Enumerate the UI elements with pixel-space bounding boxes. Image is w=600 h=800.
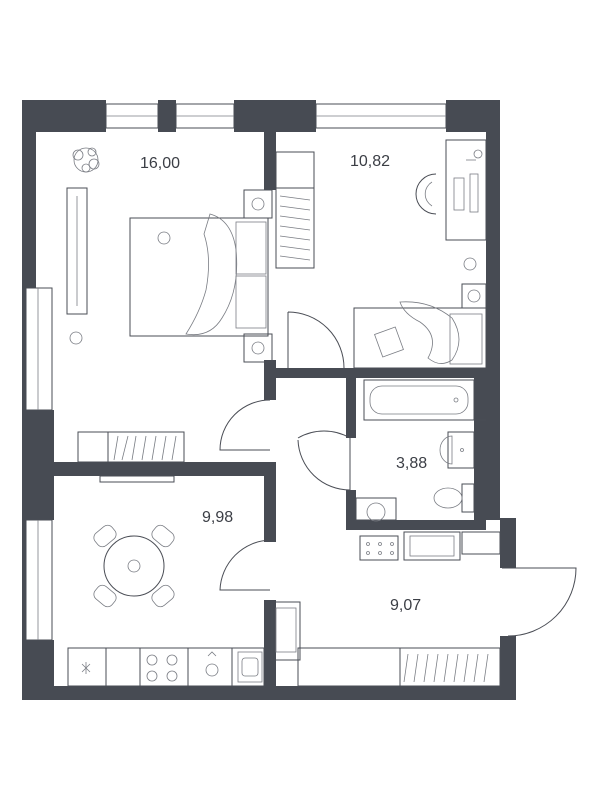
bathtub-icon <box>363 379 475 421</box>
bench-icon <box>271 601 301 661</box>
table-icon <box>93 524 175 608</box>
bedroom: 16,00 <box>66 147 273 463</box>
toilet-icon <box>433 483 475 513</box>
bed-icon <box>353 301 487 369</box>
desk-icon <box>445 139 487 241</box>
plant-icon <box>69 331 83 345</box>
chair-icon <box>415 173 437 215</box>
interior-walls <box>36 132 486 686</box>
nightstand-icon <box>461 283 487 309</box>
washing-machine-icon <box>355 497 397 522</box>
room-area-bedroom: 16,00 <box>140 155 180 172</box>
room-area-kitchen: 9,98 <box>202 509 233 526</box>
room-area-bedroom-2: 10,82 <box>350 153 390 170</box>
kitchen-sink-icon <box>237 651 263 683</box>
nightstand-icon <box>243 189 273 219</box>
nightstand-icon <box>243 333 273 363</box>
kitchen-counter <box>67 647 265 687</box>
room-area-bathroom: 3,88 <box>396 455 427 472</box>
bed-icon <box>129 213 269 337</box>
ball-icon <box>463 257 477 271</box>
hallway: 9,07 <box>271 531 501 687</box>
door-icon <box>219 311 577 637</box>
wardrobe-icon <box>297 647 501 687</box>
tv-icon <box>99 475 175 483</box>
shoe-rack-icon <box>359 535 399 561</box>
room-area-hallway: 9,07 <box>390 597 421 614</box>
stove-icon <box>146 654 178 682</box>
bench-icon <box>403 531 461 561</box>
window-icon <box>25 103 447 641</box>
plant-icon <box>72 147 100 173</box>
wardrobe-icon <box>77 431 185 463</box>
bedroom-2: 10,82 <box>275 139 487 369</box>
kettle-icon <box>205 651 219 677</box>
kitchen: 9,98 <box>67 475 265 687</box>
outer-walls <box>22 100 516 700</box>
bathroom: 3,88 <box>355 379 486 522</box>
wardrobe-icon <box>275 151 315 269</box>
sink-icon <box>439 431 475 469</box>
mirror-icon <box>66 187 88 315</box>
